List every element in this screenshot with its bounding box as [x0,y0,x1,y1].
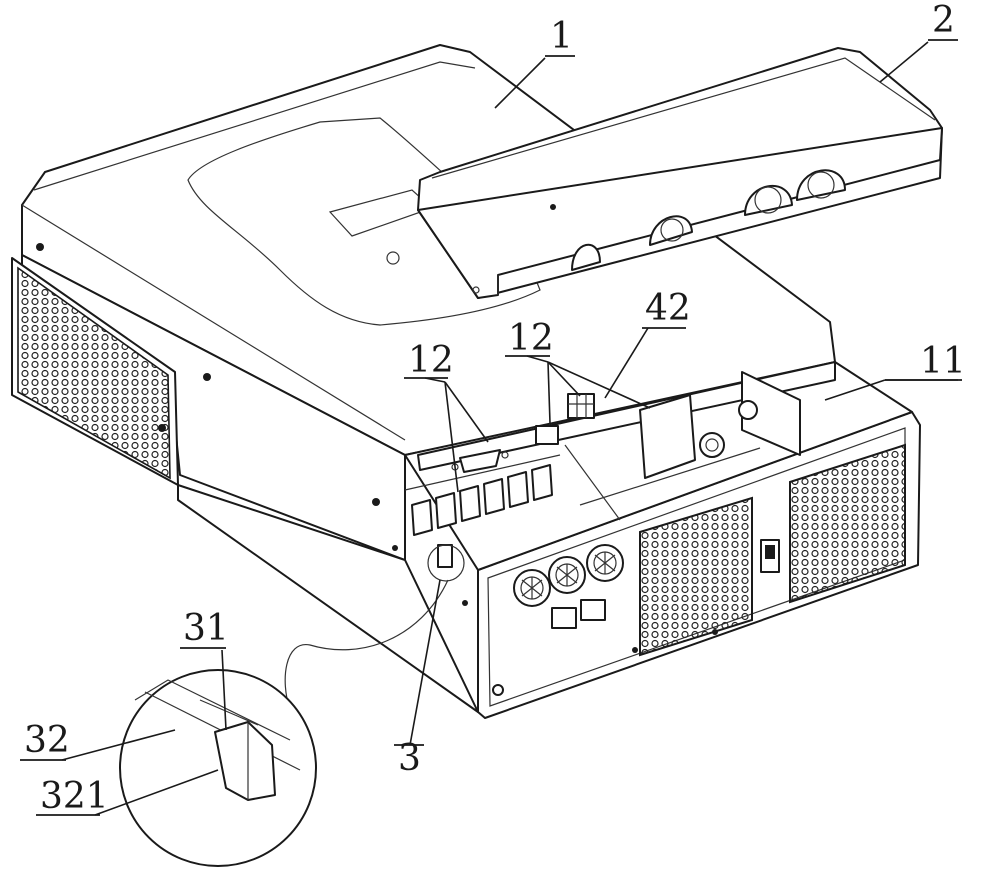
svg-text:31: 31 [183,608,229,649]
terminal-block-icon [567,393,595,419]
label-3: 3 [394,738,424,779]
label-1: 1 [545,16,575,57]
power-switch-rocker [765,545,775,559]
rj45-port-icon [535,425,559,445]
cover-gland-cutout-icon [649,215,693,246]
label-12-left: 12 [404,340,454,381]
screw-icon [372,498,380,506]
side-clip [427,544,465,582]
fan-grille-left [639,496,753,657]
detail-callout-circle [427,544,465,582]
screw-icon [712,629,718,635]
svg-text:42: 42 [645,288,691,329]
label-32: 32 [20,720,70,761]
wiring-bay [404,361,913,571]
label-42: 42 [642,288,691,329]
top-recess-panel [187,117,541,326]
screw-icon [492,684,504,696]
top-cover [417,47,943,299]
leader-lines [61,41,958,816]
magnified-detail [119,669,317,867]
rj45-port-icon [580,599,606,621]
db9-connector-icon [459,449,501,473]
svg-text:2: 2 [932,0,955,41]
terminal-row-left [404,454,561,536]
screw-icon [462,600,468,606]
terminal-lug-icon [699,432,725,458]
rj45-port-icon [551,607,577,629]
svg-text:321: 321 [40,776,109,817]
left-vent-grille [17,266,171,480]
screw-icon [36,243,44,251]
svg-text:32: 32 [24,720,70,761]
housing-body [11,44,836,713]
screw-icon [203,373,211,381]
cover-gland-cutout-icon [744,184,793,216]
svg-text:3: 3 [398,738,421,779]
svg-text:1: 1 [550,16,573,57]
svg-text:12: 12 [408,340,454,381]
cable-gland-icon [513,569,551,607]
label-31: 31 [180,608,229,649]
cable-gland-icon [586,544,624,582]
label-321: 321 [36,776,109,817]
cover-slot-cutout [571,243,601,271]
label-2: 2 [928,0,958,41]
terminal-lug-icon [738,400,758,420]
screw-icon [632,647,638,653]
detail-leader-curve [284,579,449,711]
top-screw-hole [386,251,400,265]
cover-gland-cutout-icon [796,169,846,201]
screw-icon [392,545,398,551]
svg-text:11: 11 [920,341,966,382]
cable-gland-icon [548,556,586,594]
label-12-right: 12 [505,318,554,359]
fan-grille-right [789,443,906,604]
label-11: 11 [885,341,966,382]
screw-icon [158,424,166,432]
mounting-bracket [639,394,696,479]
svg-text:12: 12 [508,318,554,359]
front-end-panel [462,411,921,719]
